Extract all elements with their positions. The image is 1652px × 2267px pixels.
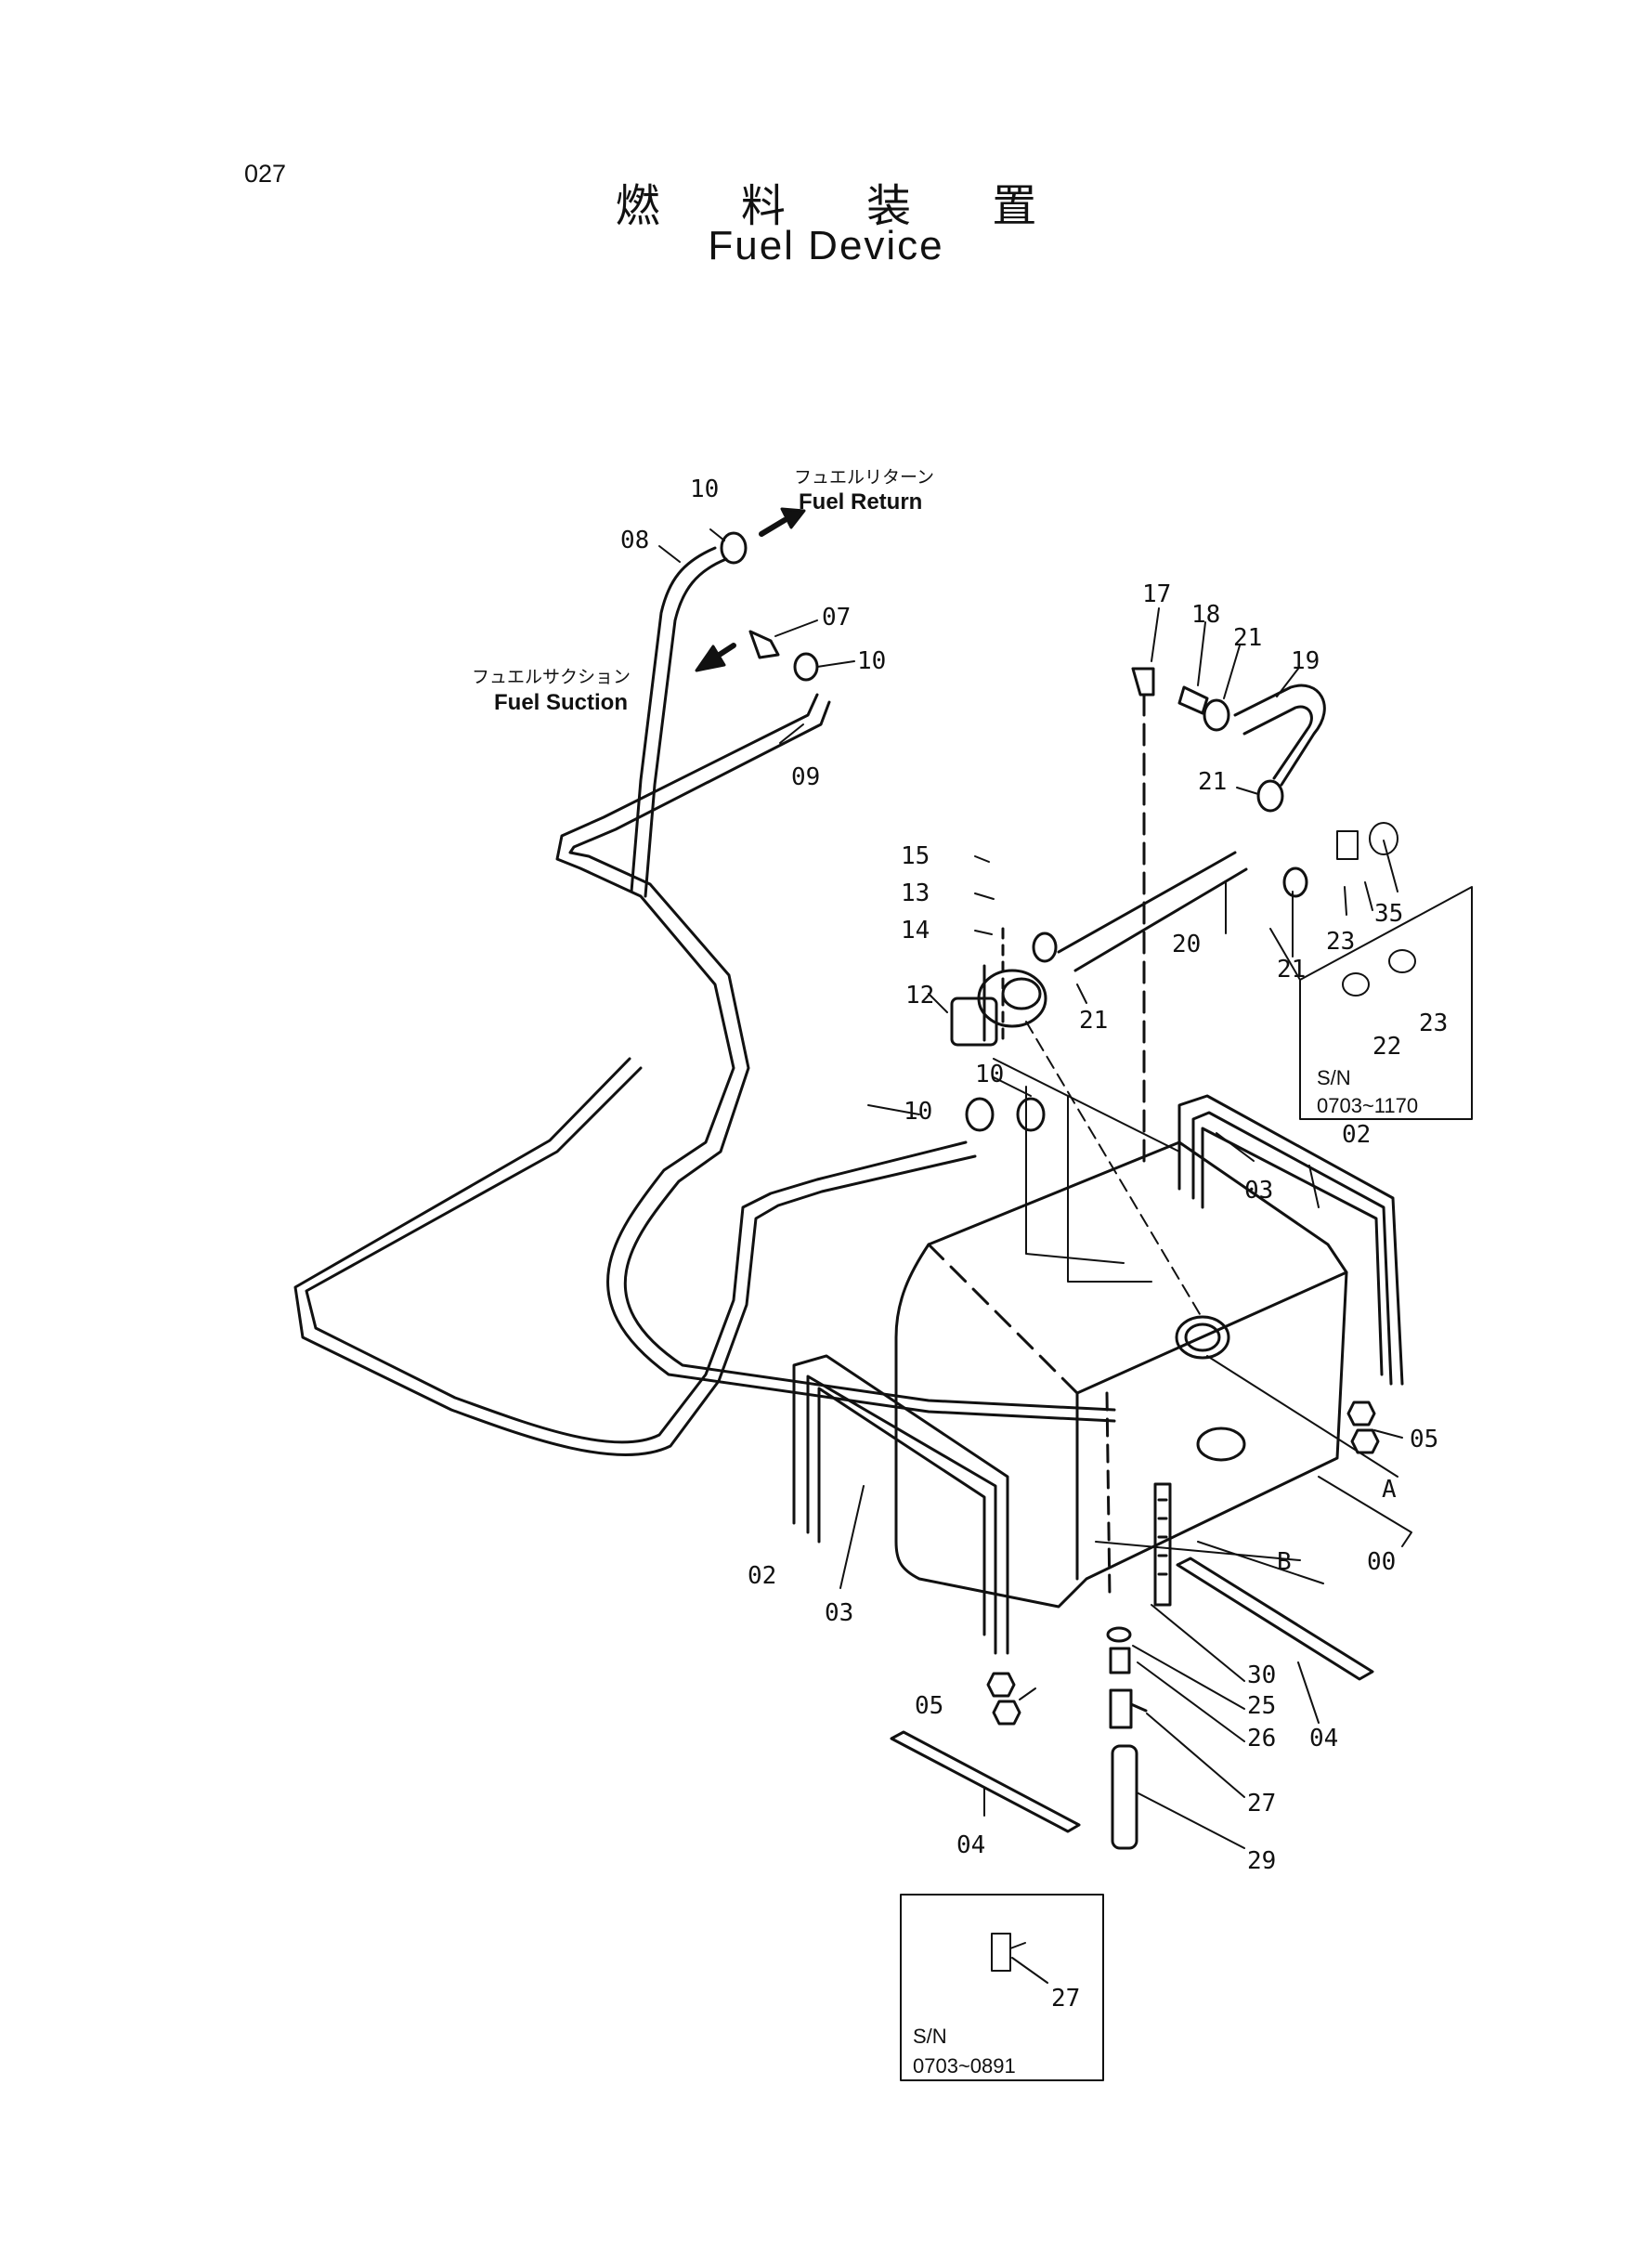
part-label-19: 19 xyxy=(1291,647,1320,675)
part-label-02-right: 02 xyxy=(1342,1121,1371,1149)
part-label-30: 30 xyxy=(1247,1661,1276,1689)
part-label-35: 35 xyxy=(1374,900,1403,928)
page-number: 027 xyxy=(244,160,287,188)
inset-top-sn-label: S/N xyxy=(1317,1066,1351,1089)
fuel-tank xyxy=(894,1140,1348,1609)
arrow-fuel-return xyxy=(759,507,806,537)
tank-strap-right xyxy=(1177,1094,1404,1386)
hose-clamps xyxy=(1032,698,1308,963)
part-label-04-right: 04 xyxy=(1309,1725,1338,1752)
clamps-lower xyxy=(965,1097,1046,1132)
part-label-22: 22 xyxy=(1372,1033,1401,1061)
fuel-return-label-en: Fuel Return xyxy=(799,489,922,515)
part-label-05-right: 05 xyxy=(1410,1426,1438,1453)
part-label-21-filter: 21 xyxy=(1079,1007,1108,1035)
hose-19 xyxy=(1233,684,1326,787)
part-label-21-right: 21 xyxy=(1277,956,1306,984)
nuts-left xyxy=(986,1672,1021,1726)
part-label-23-top: 23 xyxy=(1326,928,1355,956)
fuel-filter xyxy=(950,927,1047,1047)
tank-bar-right xyxy=(1176,1557,1374,1681)
part-label-20: 20 xyxy=(1172,931,1201,958)
leader-lines xyxy=(658,528,1412,1849)
part-label-26: 26 xyxy=(1247,1725,1276,1752)
part-label-03-left: 03 xyxy=(825,1599,853,1627)
part-label-13: 13 xyxy=(901,879,930,907)
elbow-fitting xyxy=(1131,667,1155,1172)
part-label-29: 29 xyxy=(1247,1847,1276,1875)
part-label-03-right: 03 xyxy=(1244,1177,1273,1205)
nipple-fitting xyxy=(1177,685,1209,715)
fuel-hose-loop xyxy=(293,1057,977,1457)
part-label-02-left: 02 xyxy=(748,1562,776,1590)
tank-strap-left xyxy=(792,1354,1009,1655)
part-label-04-left: 04 xyxy=(956,1831,985,1859)
part-label-B: B xyxy=(1277,1548,1292,1576)
part-label-A: A xyxy=(1382,1476,1397,1504)
part-label-27-inset: 27 xyxy=(1051,1985,1080,2013)
nuts-right xyxy=(1346,1401,1380,1454)
inset-bottom-sn-range: 0703~0891 xyxy=(913,2054,1016,2078)
page-title-english: Fuel Device xyxy=(708,223,944,268)
part-label-21-mid: 21 xyxy=(1198,768,1227,796)
part-label-08: 08 xyxy=(620,527,649,554)
fuel-suction-hose xyxy=(555,693,1116,1423)
part-label-15: 15 xyxy=(901,842,930,870)
part-label-23-inset: 23 xyxy=(1419,1010,1448,1037)
page-title-japanese: 燃 料 装 置 xyxy=(615,180,1071,232)
tank-bar-left xyxy=(890,1730,1081,1833)
part-label-17: 17 xyxy=(1142,580,1171,608)
part-label-21-top: 21 xyxy=(1233,624,1262,652)
part-label-07: 07 xyxy=(822,604,851,632)
arrow-fuel-suction xyxy=(695,643,736,672)
part-label-10-mid: 10 xyxy=(857,647,886,675)
part-label-10-lower-a: 10 xyxy=(975,1061,1004,1088)
part-label-18: 18 xyxy=(1191,601,1220,629)
inset-box-top xyxy=(1269,822,1473,1120)
part-label-05-left: 05 xyxy=(915,1692,943,1720)
fuel-return-label-jp: フュエルリターン xyxy=(794,467,934,488)
part-label-27: 27 xyxy=(1247,1790,1276,1818)
fuel-return-hose xyxy=(630,546,728,898)
part-label-00: 00 xyxy=(1367,1548,1396,1576)
part-label-09: 09 xyxy=(791,763,820,791)
inset-bottom-sn-label: S/N xyxy=(913,2025,947,2048)
inset-box-bottom xyxy=(900,1894,1104,2081)
hose-20 xyxy=(1057,851,1248,972)
clamp-return xyxy=(720,531,748,565)
part-label-10-lower-b: 10 xyxy=(904,1098,932,1126)
part-label-14: 14 xyxy=(901,917,930,945)
fitting-07 xyxy=(748,630,819,682)
inset-top-sn-range: 0703~1170 xyxy=(1317,1094,1418,1117)
drain-valve-assembly xyxy=(1105,1391,1148,1850)
part-label-12: 12 xyxy=(905,982,934,1010)
fuel-suction-label-jp: フュエルサクション xyxy=(472,667,631,687)
level-gauge xyxy=(1153,1482,1172,1607)
fuel-suction-label-en: Fuel Suction xyxy=(494,690,628,715)
part-label-25: 25 xyxy=(1247,1692,1276,1720)
part-label-10-top: 10 xyxy=(690,476,719,503)
